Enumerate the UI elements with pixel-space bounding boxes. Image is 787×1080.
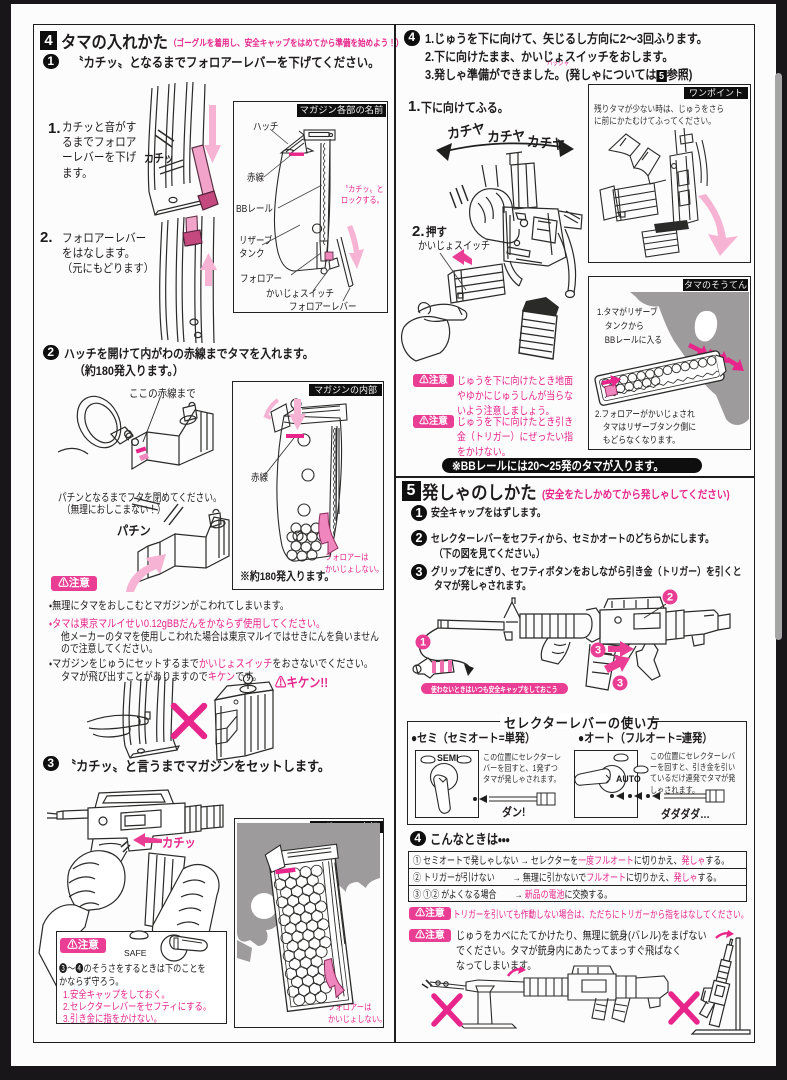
svg-text:3: 3 [595, 645, 601, 657]
svg-text:3: 3 [617, 678, 623, 690]
svg-text:1: 1 [420, 637, 426, 649]
svg-text:2: 2 [667, 592, 673, 604]
